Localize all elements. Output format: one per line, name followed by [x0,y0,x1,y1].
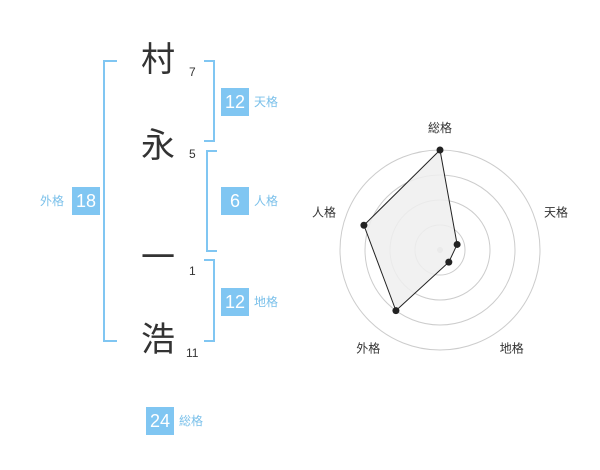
radar-point-1 [436,146,444,154]
radar-point-2 [453,240,461,248]
radar-axis-label-4: 外格 [356,341,380,356]
gaikaku-value: 18 [72,187,100,215]
gaikaku-label: 外格 [40,194,65,208]
radar-point-3 [445,258,453,266]
tenkaku-bracket [204,60,215,142]
jinkaku-bracket [206,150,217,252]
soukaku-label: 総格 [179,414,204,428]
tenkaku-value: 12 [221,88,249,116]
stroke-count-4: 11 [186,346,199,360]
radar-axis-label-3: 地格 [500,341,524,356]
jinkaku-label: 人格 [254,194,279,208]
gaikaku-bracket [103,60,117,342]
radar-axis-label-2: 天格 [544,204,568,219]
tenkaku-label: 天格 [254,95,279,109]
stroke-count-1: 7 [189,65,196,79]
chikaku-bracket [204,259,215,342]
name-char-2: 永 [141,126,175,166]
radar-axis-label-5: 人格 [312,204,336,219]
soukaku-value: 24 [146,407,174,435]
stroke-count-3: 1 [189,264,196,278]
name-char-1: 村 [141,40,175,80]
radar-point-4 [392,307,400,315]
name-char-3: 一 [141,238,175,278]
radar-point-5 [360,221,368,229]
stroke-count-2: 5 [189,147,196,161]
jinkaku-value: 6 [221,187,249,215]
chikaku-value: 12 [221,288,249,316]
radar-axis-label-1: 総格 [428,120,452,135]
name-char-4: 浩 [141,320,175,360]
chikaku-label: 地格 [254,295,279,309]
radar-series-area [363,148,458,312]
